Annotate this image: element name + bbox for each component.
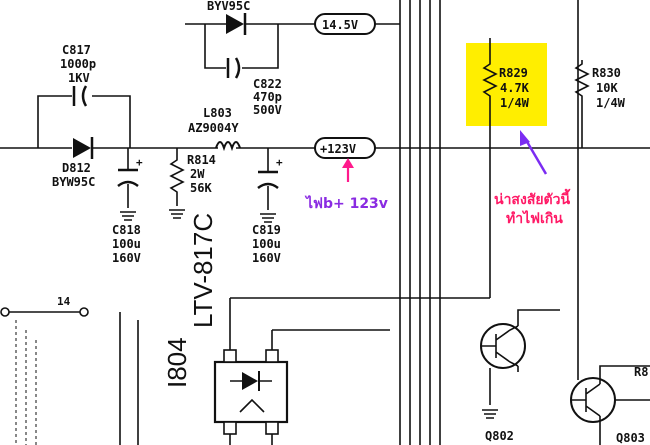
rail-123v-tag: [314, 137, 376, 159]
r814-resistor-symbol: [169, 148, 185, 219]
r829-value-label: 4.7K: [500, 81, 530, 95]
c817-capacitor-symbol: [72, 85, 88, 107]
c822-name-label: C822: [253, 77, 282, 91]
q803-transistor-symbol: [570, 365, 650, 445]
r830-name-label: R830: [592, 66, 621, 80]
d812-name-label: D812: [62, 161, 91, 175]
c818-capacitor-symbol: +: [117, 148, 143, 221]
d812-diode-symbol: [73, 137, 94, 159]
rail-14v-tag: [314, 13, 376, 35]
c817-voltage-label: 1KV: [68, 71, 90, 85]
c819-name-label: C819: [252, 223, 281, 237]
r814-power-label: 2W: [190, 167, 205, 181]
i804-optocoupler-body: [213, 297, 490, 445]
c817-name-label: C817: [62, 43, 91, 57]
suspect-note-line2: ทำไฟเกิน: [506, 209, 563, 227]
rail-14v-label: 14.5V: [322, 18, 358, 32]
r829-resistor-symbol: [482, 38, 498, 298]
l803-part-label: AZ9004Y: [188, 121, 239, 135]
c819-value-label: 100u: [252, 237, 281, 251]
r814-value-label: 56K: [190, 181, 212, 195]
r830-resistor-symbol: [574, 60, 590, 148]
pin-14-label: 14: [57, 295, 71, 308]
c822-voltage-label: 500V: [253, 103, 282, 117]
r829-power-label: 1/4W: [500, 96, 530, 110]
c822-capacitor-symbol: [226, 57, 241, 79]
q803-label: Q803: [616, 431, 645, 445]
r829-highlight: [466, 43, 547, 126]
c818-voltage-label: 160V: [112, 251, 141, 265]
c818-value-label: 100u: [112, 237, 141, 251]
r830-value-label: 10K: [596, 81, 618, 95]
r814-name-label: R814: [187, 153, 216, 167]
l803-name-label: L803: [203, 106, 232, 120]
pink-up-arrow: [342, 158, 354, 182]
q802-transistor-symbol: [480, 309, 560, 419]
r8-partial-label: R8: [634, 365, 648, 379]
d812-part-label: BYW95C: [52, 175, 95, 189]
purple-pointer-arrow: [520, 130, 548, 175]
c817-loop-wires: [37, 95, 131, 148]
q802-label: Q802: [485, 429, 514, 443]
suspect-note-line1: น่าสงสัยตัวนี้: [494, 188, 571, 208]
pin-14-wire: [0, 307, 139, 445]
c822-value-label: 470p: [253, 90, 282, 104]
svg-text:+: +: [136, 156, 143, 169]
voltage-note-annotation: ไฟb+ 123v: [304, 194, 388, 212]
r829-name-label: R829: [499, 66, 528, 80]
l803-inductor-symbol: [215, 141, 241, 152]
opto-part-label: LTV-817C: [188, 213, 218, 328]
byv95c-diode-symbol: [226, 13, 247, 35]
c819-capacitor-symbol: +: [257, 148, 283, 223]
svg-text:+: +: [276, 156, 283, 169]
opto-ref-label: I804: [162, 337, 192, 388]
rail-123v-label: +123V: [320, 142, 356, 156]
vertical-bus-lines: [399, 0, 579, 445]
c819-voltage-label: 160V: [252, 251, 281, 265]
r830-power-label: 1/4W: [596, 96, 626, 110]
top-rail-wires: [185, 23, 400, 69]
c817-value-label: 1000p: [60, 57, 96, 71]
byv95c-top-label: BYV95C: [207, 0, 250, 13]
c818-name-label: C818: [112, 223, 141, 237]
